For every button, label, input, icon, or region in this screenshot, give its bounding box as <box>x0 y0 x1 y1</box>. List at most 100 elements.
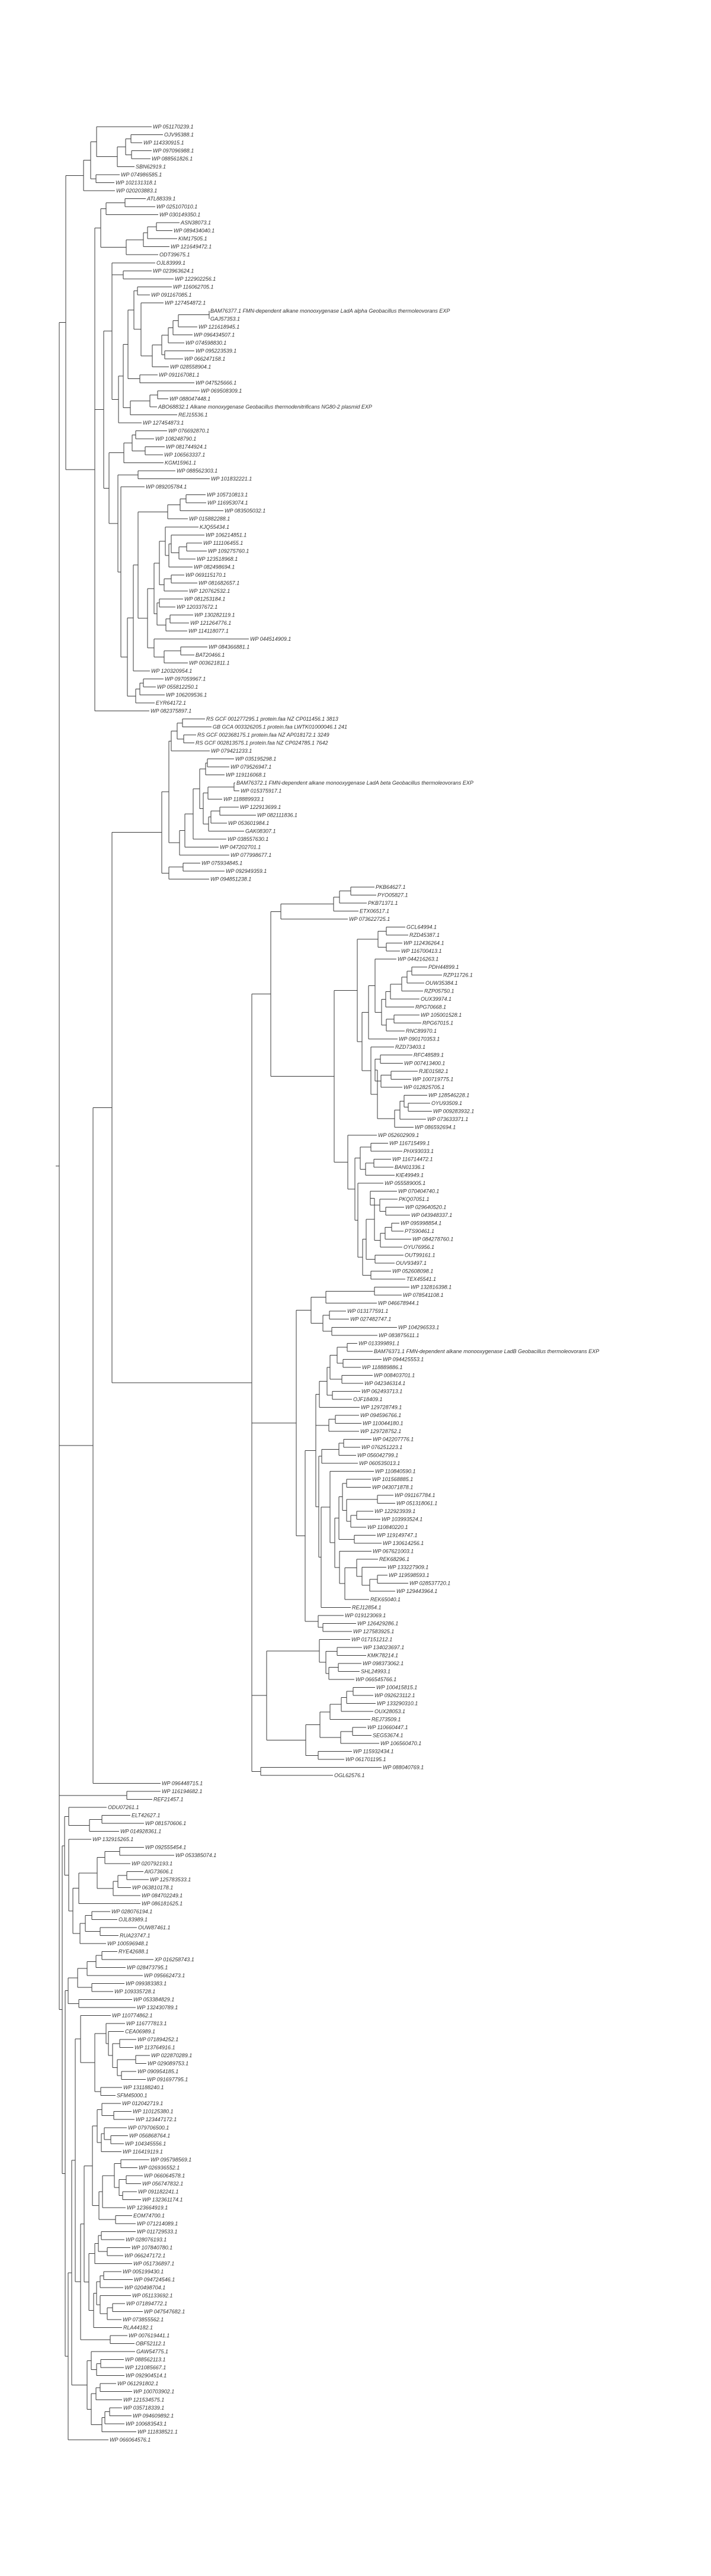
leaf-label: WP 088562303.1 <box>177 468 217 474</box>
leaf-label: WP 090170353.1 <box>399 1036 440 1042</box>
leaf-label: WP 098373062.1 <box>363 1660 403 1666</box>
leaf-label: WP 122923939.1 <box>374 1508 415 1514</box>
leaf-label: WP 066545766.1 <box>356 1676 396 1682</box>
leaf-label: WP 119598593.1 <box>389 1572 430 1578</box>
leaf-label: WP 014928361.1 <box>120 1829 161 1835</box>
leaf-label: WP 100683543.1 <box>126 2421 166 2427</box>
leaf-label: WP 105001528.1 <box>421 1012 462 1018</box>
leaf-label: WP 094609892.1 <box>133 2413 174 2418</box>
leaf-label: WP 121534575.1 <box>123 2397 164 2402</box>
leaf-label: OYU93509.1 <box>431 1100 462 1106</box>
leaf-label: OUV93497.1 <box>396 1260 427 1266</box>
leaf-label: WP 106563337.1 <box>164 452 205 458</box>
leaf-label: WP 056747832.1 <box>142 2180 183 2186</box>
leaf-label: WP 070404740.1 <box>398 1188 439 1194</box>
leaf-label: ATL88339.1 <box>146 196 175 202</box>
leaf-label: WP 071894772.1 <box>126 2301 167 2307</box>
leaf-label: WP 094724546.1 <box>134 2277 175 2283</box>
leaf-label: WP 069115170.1 <box>185 572 226 578</box>
leaf-label: WP 060535013.1 <box>359 1460 400 1466</box>
leaf-label: WP 116714472.1 <box>392 1156 433 1162</box>
leaf-label: WP 029089753.1 <box>148 2061 188 2067</box>
leaf-label: WP 104345556.1 <box>125 2141 166 2147</box>
leaf-label: WP 092904514.1 <box>126 2373 166 2379</box>
leaf-label: WP 028473795.1 <box>127 1964 168 1970</box>
leaf-label: WP 046678944.1 <box>378 1300 419 1306</box>
leaf-label: WP 073622725.1 <box>349 916 390 922</box>
leaf-label: WP 067621003.1 <box>373 1549 414 1554</box>
leaf-label: WP 012825705.1 <box>403 1084 444 1090</box>
leaf-label: WP 114330915.1 <box>143 140 184 146</box>
leaf-label: WP 111838521.1 <box>137 2429 178 2434</box>
leaf-label: WP 091182241.1 <box>138 2189 179 2195</box>
leaf-label: WP 133290310.1 <box>377 1700 418 1706</box>
leaf-label: WP 130614256.1 <box>383 1540 424 1546</box>
leaf-label: WP 090954185.1 <box>137 2068 178 2074</box>
leaf-label: WP 079706500.1 <box>128 2125 169 2131</box>
leaf-label: SHL24993.1 <box>361 1668 390 1674</box>
leaf-label: WP 028076193.1 <box>126 2237 166 2243</box>
leaf-label: WP 086181625.1 <box>142 1900 182 1906</box>
leaf-label: WP 119149747.1 <box>377 1533 418 1538</box>
leaf-label: WP 106560470.1 <box>380 1740 421 1746</box>
leaf-label: WP 106214851.1 <box>206 532 246 538</box>
leaf-label: WP 088561826.1 <box>152 156 193 162</box>
leaf-label: PKB64627.1 <box>376 884 406 890</box>
leaf-label: WP 116715499.1 <box>389 1140 430 1146</box>
leaf-label: WP 044216263.1 <box>398 956 438 962</box>
leaf-label: WP 116700413.1 <box>401 948 442 954</box>
leaf-label: WP 118889886.1 <box>362 1364 403 1370</box>
leaf-label: WP 118889933.1 <box>223 796 264 802</box>
leaf-label: RZP05750.1 <box>424 988 454 994</box>
leaf-label: GAW54775.1 <box>136 2349 168 2355</box>
leaf-label: WP 092555454.1 <box>145 1845 186 1851</box>
leaf-label: BAM76372.1 FMN-dependent alkane monooxyg… <box>236 780 473 786</box>
leaf-label: WP 053385074.1 <box>175 1852 216 1858</box>
leaf-label: WP 066064578.1 <box>144 2173 185 2179</box>
leaf-label: KIE49949.1 <box>396 1172 424 1178</box>
leaf-label: WP 020498704.1 <box>124 2285 165 2291</box>
leaf-label: WP 056042799.1 <box>357 1452 398 1458</box>
leaf-label: REJ15536.1 <box>178 412 208 418</box>
leaf-label: RZP11726.1 <box>443 972 473 978</box>
leaf-label: KMK78214.1 <box>367 1652 398 1658</box>
leaf-label: KGM15961.1 <box>165 460 196 466</box>
leaf-label: WP 071894252.1 <box>137 2037 178 2042</box>
leaf-label: WP 079526947.1 <box>230 764 271 770</box>
leaf-label: OUW35384.1 <box>425 980 458 986</box>
leaf-label: WP 013177591.1 <box>347 1308 388 1314</box>
leaf-label: RPG67015.1 <box>422 1020 453 1026</box>
leaf-label: WP 056868764.1 <box>129 2132 170 2138</box>
leaf-label: WP 074986585.1 <box>121 172 162 178</box>
leaf-label: WP 095662473.1 <box>144 1973 185 1978</box>
leaf-label: RJE01582.1 <box>419 1068 449 1074</box>
leaf-label: CEA06989.1 <box>125 2029 155 2035</box>
leaf-label: WP 043071878.1 <box>372 1485 413 1491</box>
leaf-label: ODT39675.1 <box>159 252 190 258</box>
leaf-label: RUA23747.1 <box>120 1932 150 1938</box>
leaf-label: WP 081682657.1 <box>198 580 239 586</box>
leaf-label: OJV95388.1 <box>164 132 194 138</box>
leaf-label: WP 126429286.1 <box>357 1620 398 1626</box>
leaf-label: WP 069508309.1 <box>201 388 242 394</box>
leaf-label: WP 066247158.1 <box>184 356 225 362</box>
leaf-label: EOM74700.1 <box>133 2212 165 2218</box>
leaf-label: WP 066064576.1 <box>110 2437 150 2443</box>
leaf-label: WP 053384829.1 <box>133 1997 174 2003</box>
leaf-label: WP 076251223.1 <box>361 1444 402 1450</box>
leaf-label: WP 129443964.1 <box>396 1588 437 1594</box>
leaf-label: GB GCA 003326205.1 protein.faa LWTK01000… <box>213 724 347 730</box>
leaf-label: WP 030149350.1 <box>159 212 200 218</box>
leaf-label: WP 125783533.1 <box>150 1877 191 1883</box>
leaf-label: ETX06517.1 <box>360 908 389 914</box>
leaf-label: WP 132816398.1 <box>411 1284 451 1290</box>
leaf-label: WP 076692870.1 <box>168 428 209 434</box>
leaf-label: WP 075934845.1 <box>201 860 242 866</box>
leaf-label: WP 028558904.1 <box>170 364 211 370</box>
leaf-label: WP 025107010.1 <box>156 204 197 210</box>
leaf-label: WP 096448715.1 <box>162 1781 203 1787</box>
leaf-label: WP 035195298.1 <box>235 756 276 762</box>
leaf-label: WP 094851238.1 <box>210 876 251 882</box>
leaf-label: WP 055812250.1 <box>157 684 198 690</box>
